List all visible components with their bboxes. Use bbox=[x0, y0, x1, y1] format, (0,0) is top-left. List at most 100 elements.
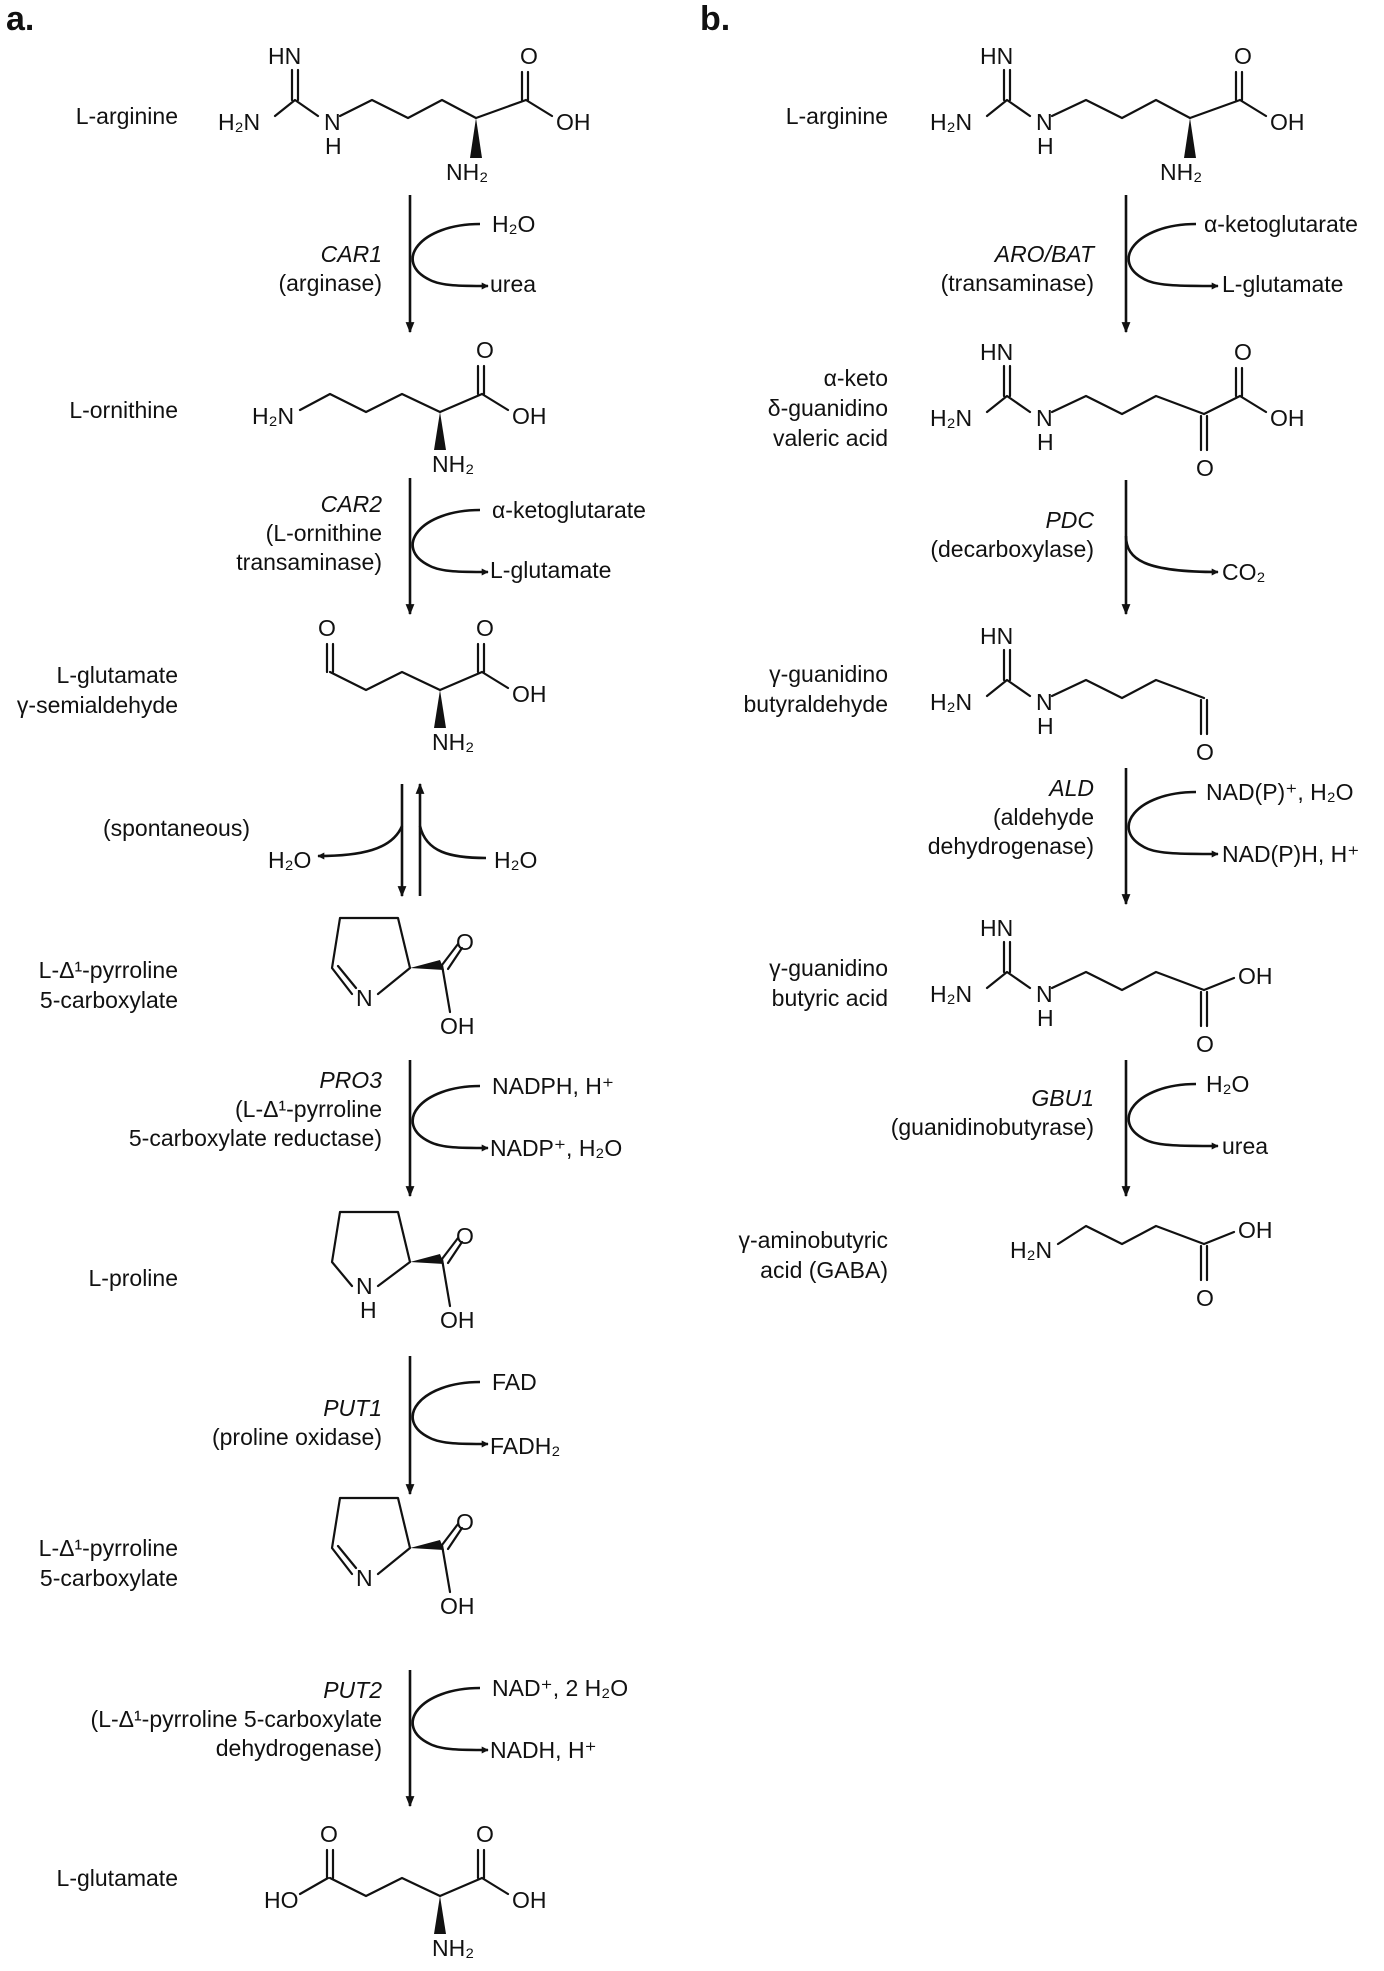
enzyme-pro3-desc-line2: 5-carboxylate reductase) bbox=[129, 1125, 382, 1151]
atom-h: H bbox=[1037, 1005, 1054, 1031]
atom-oh: OH bbox=[440, 1307, 475, 1333]
enzyme-aro-bat: ARO/BAT bbox=[993, 241, 1096, 267]
cofactor-ald-input: NAD(P)⁺, H₂O bbox=[1206, 779, 1354, 805]
atom-h2n: H₂N bbox=[930, 689, 972, 715]
compound-l-glutamate-semialdehyde-line2: γ-semialdehyde bbox=[17, 692, 178, 718]
structure-guanidinobutyric: HN H₂N N H OH O bbox=[930, 915, 1273, 1057]
structure-p5c-1: N O OH bbox=[330, 916, 475, 1039]
enzyme-pro3-desc-line1: (L-Δ¹-pyrroline bbox=[235, 1096, 382, 1122]
enzyme-car2-desc-line1: (L-ornithine bbox=[266, 520, 382, 546]
enzyme-car1-desc: (arginase) bbox=[278, 270, 382, 296]
atom-oh: OH bbox=[1270, 109, 1305, 135]
panel-b-enzyme-labels: ARO/BAT (transaminase) PDC (decarboxylas… bbox=[891, 241, 1096, 1140]
atom-h: H bbox=[1037, 713, 1054, 739]
enzyme-put2-desc-line1: (L-Δ¹-pyrroline 5-carboxylate bbox=[91, 1706, 382, 1732]
structure-l-glutamate: O HO O OH NH₂ bbox=[264, 1821, 547, 1961]
curved-arrow-put1 bbox=[411, 1380, 489, 1448]
compound-l-proline: L-proline bbox=[89, 1265, 179, 1291]
compound-gaba-line1: γ-aminobutyric bbox=[738, 1227, 888, 1253]
compound-p5c-1-line2: 5-carboxylate bbox=[40, 987, 178, 1013]
compound-l-glutamate-semialdehyde-line1: L-glutamate bbox=[57, 662, 178, 688]
atom-o: O bbox=[520, 43, 538, 69]
panel-label-b: b. bbox=[700, 0, 730, 38]
atom-o: O bbox=[476, 337, 494, 363]
atom-nh2: NH₂ bbox=[1160, 159, 1202, 185]
enzyme-car1: CAR1 bbox=[321, 241, 382, 267]
compound-p5c-1-line1: L-Δ¹-pyrroline bbox=[39, 957, 178, 983]
compound-p5c-2-line2: 5-carboxylate bbox=[40, 1565, 178, 1591]
atom-oh: OH bbox=[1238, 963, 1273, 989]
atom-h2n: H₂N bbox=[1010, 1237, 1052, 1263]
atom-oh: OH bbox=[440, 1593, 475, 1619]
curved-arrow-spontaneous-out bbox=[317, 825, 404, 860]
cofactor-pdc-output: CO₂ bbox=[1222, 559, 1265, 585]
atom-ho: HO bbox=[264, 1887, 299, 1913]
compound-keto-valeric-line2: δ-guanidino bbox=[768, 395, 888, 421]
atom-h2n: H₂N bbox=[252, 403, 294, 429]
atom-hn: HN bbox=[980, 339, 1013, 365]
atom-h: H bbox=[1037, 429, 1054, 455]
cofactor-put2-output: NADH, H⁺ bbox=[490, 1737, 597, 1763]
curved-arrow-aro-bat bbox=[1127, 222, 1219, 290]
atom-o: O bbox=[476, 615, 494, 641]
atom-n: N bbox=[356, 1565, 373, 1591]
step-spontaneous: (spontaneous) bbox=[103, 815, 250, 841]
curved-arrow-spontaneous-in bbox=[418, 825, 487, 860]
curved-arrow-put2 bbox=[411, 1686, 489, 1754]
compound-keto-valeric-line1: α-keto bbox=[824, 365, 888, 391]
enzyme-put2: PUT2 bbox=[323, 1677, 382, 1703]
cofactor-pro3-output: NADP⁺, H₂O bbox=[490, 1135, 622, 1161]
enzyme-put2-desc-line2: dehydrogenase) bbox=[216, 1735, 382, 1761]
atom-oh: OH bbox=[1238, 1217, 1273, 1243]
panel-a-arrows bbox=[317, 195, 489, 1808]
enzyme-pdc-desc: (decarboxylase) bbox=[930, 536, 1094, 562]
structure-l-arginine-b: HN H₂N N H O OH NH₂ bbox=[930, 43, 1305, 185]
compound-keto-valeric-line3: valeric acid bbox=[773, 425, 888, 451]
enzyme-gbu1-desc: (guanidinobutyrase) bbox=[891, 1114, 1094, 1140]
atom-o-acid: O bbox=[1234, 339, 1252, 365]
enzyme-gbu1: GBU1 bbox=[1031, 1085, 1094, 1111]
atom-o-aldehyde: O bbox=[318, 615, 336, 641]
compound-l-glutamate: L-glutamate bbox=[57, 1865, 178, 1891]
atom-n: N bbox=[1036, 981, 1053, 1007]
cofactor-car1-output: urea bbox=[490, 271, 536, 297]
panel-b-cofactors: α-ketoglutarate L-glutamate CO₂ NAD(P)⁺,… bbox=[1204, 211, 1359, 1159]
enzyme-car2-desc-line2: transaminase) bbox=[236, 549, 382, 575]
compound-gaba-line2: acid (GABA) bbox=[760, 1257, 888, 1283]
cofactor-spontaneous-in: H₂O bbox=[494, 847, 537, 873]
curved-arrow-pro3 bbox=[411, 1084, 489, 1152]
atom-o: O bbox=[1234, 43, 1252, 69]
compound-guanidinobutyric-line1: γ-guanidino bbox=[769, 955, 888, 981]
atom-n: N bbox=[324, 109, 341, 135]
cofactor-car2-input: α-ketoglutarate bbox=[492, 497, 646, 523]
atom-o: O bbox=[1196, 1031, 1214, 1057]
atom-h: H bbox=[360, 1297, 377, 1323]
atom-oh: OH bbox=[556, 109, 591, 135]
atom-h: H bbox=[325, 133, 342, 159]
enzyme-put1: PUT1 bbox=[323, 1395, 382, 1421]
atom-h2n: H₂N bbox=[930, 405, 972, 431]
enzyme-ald-desc-line2: dehydrogenase) bbox=[928, 833, 1094, 859]
structure-l-arginine-a: HN H₂N N H O OH NH₂ bbox=[218, 43, 591, 185]
atom-hn: HN bbox=[980, 623, 1013, 649]
cofactor-ald-output: NAD(P)H, H⁺ bbox=[1222, 841, 1359, 867]
compound-guanidinobutyric-line2: butyric acid bbox=[772, 985, 888, 1011]
enzyme-pdc: PDC bbox=[1045, 507, 1094, 533]
structure-l-ornithine: H₂N O OH NH₂ bbox=[252, 337, 547, 477]
atom-hn: HN bbox=[980, 43, 1013, 69]
panel-a-cofactors: H₂O urea α-ketoglutarate L-glutamate H₂O… bbox=[268, 211, 646, 1763]
compound-l-arginine-b: L-arginine bbox=[786, 103, 888, 129]
atom-nh2: NH₂ bbox=[432, 1935, 474, 1961]
structure-guanidinobutyraldehyde: HN H₂N N H O bbox=[930, 623, 1214, 765]
curved-arrow-car2 bbox=[411, 508, 489, 576]
cofactor-spontaneous-out: H₂O bbox=[268, 847, 311, 873]
atom-h: H bbox=[1037, 133, 1054, 159]
structure-glutamate-semialdehyde: O O OH NH₂ bbox=[318, 615, 547, 755]
atom-n: N bbox=[1036, 109, 1053, 135]
atom-h2n: H₂N bbox=[930, 981, 972, 1007]
panel-label-a: a. bbox=[6, 0, 34, 38]
cofactor-put1-output: FADH₂ bbox=[490, 1433, 560, 1459]
atom-o-keto: O bbox=[1196, 455, 1214, 481]
enzyme-aro-bat-desc: (transaminase) bbox=[941, 270, 1094, 296]
atom-h2n: H₂N bbox=[930, 109, 972, 135]
